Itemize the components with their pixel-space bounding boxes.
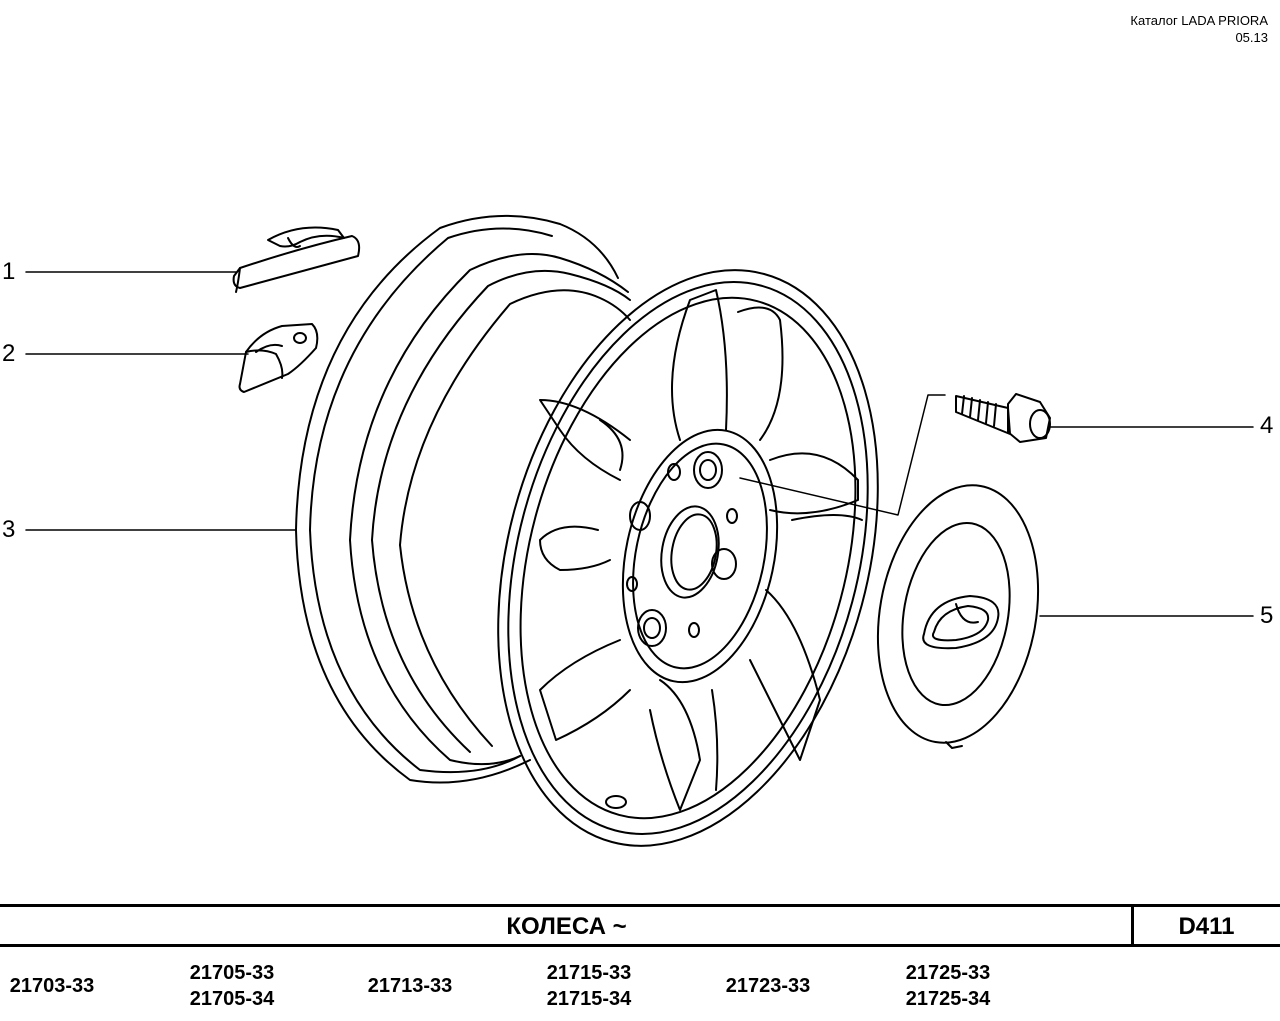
model-code: 21705-34 — [189, 988, 275, 1010]
catalog-title: Каталог LADA PRIORA — [1130, 13, 1268, 28]
balance-weight-2 — [238, 323, 319, 393]
balance-weight-1 — [232, 226, 361, 293]
callout-1: 1 — [2, 258, 16, 285]
callout-2: 2 — [2, 340, 16, 367]
model-code: 21713-33 — [367, 975, 453, 997]
leader-line-4b — [739, 394, 946, 516]
wheel-exploded-diagram — [25, 214, 1254, 847]
model-col-3: 21713-33 — [340, 958, 480, 1014]
model-code: 21703-33 — [9, 975, 95, 997]
model-code: 21715-34 — [546, 988, 632, 1010]
model-col-5: 21723-33 — [698, 958, 838, 1014]
model-col-2: 21705-33 21705-34 — [162, 958, 302, 1014]
model-col-4: 21715-33 21715-34 — [519, 958, 659, 1014]
section-code: D411 — [1178, 913, 1235, 940]
model-code: 21725-34 — [905, 988, 991, 1010]
model-code: 21705-33 — [189, 962, 275, 984]
leader-lines — [25, 271, 1254, 617]
catalog-header: Каталог LADA PRIORA 05.13 — [1130, 12, 1268, 46]
callout-3: 3 — [2, 516, 16, 543]
model-code: 21725-33 — [905, 962, 991, 984]
catalog-date: 05.13 — [1235, 30, 1268, 45]
footer-mid-border — [0, 944, 1280, 947]
footer-divider — [1131, 906, 1134, 946]
model-col-1: 21703-33 — [0, 958, 122, 1014]
wheel-front-face — [497, 269, 879, 847]
wheel-bolt-4 — [955, 393, 1051, 443]
wheel-rim-3 — [295, 214, 631, 784]
callout-5: 5 — [1260, 602, 1274, 629]
section-title: КОЛЕСА ~ — [506, 913, 627, 940]
model-code: 21723-33 — [725, 975, 811, 997]
model-list: 21703-33 21705-33 21705-34 21713-33 2171… — [0, 948, 1280, 1021]
model-code: 21715-33 — [546, 962, 632, 984]
callout-4: 4 — [1260, 412, 1274, 439]
footer-top-border — [0, 904, 1280, 907]
model-col-6: 21725-33 21725-34 — [878, 958, 1018, 1014]
footer-title-row: КОЛЕСА ~ D411 — [0, 908, 1280, 945]
hub-cap-5 — [876, 484, 1040, 749]
